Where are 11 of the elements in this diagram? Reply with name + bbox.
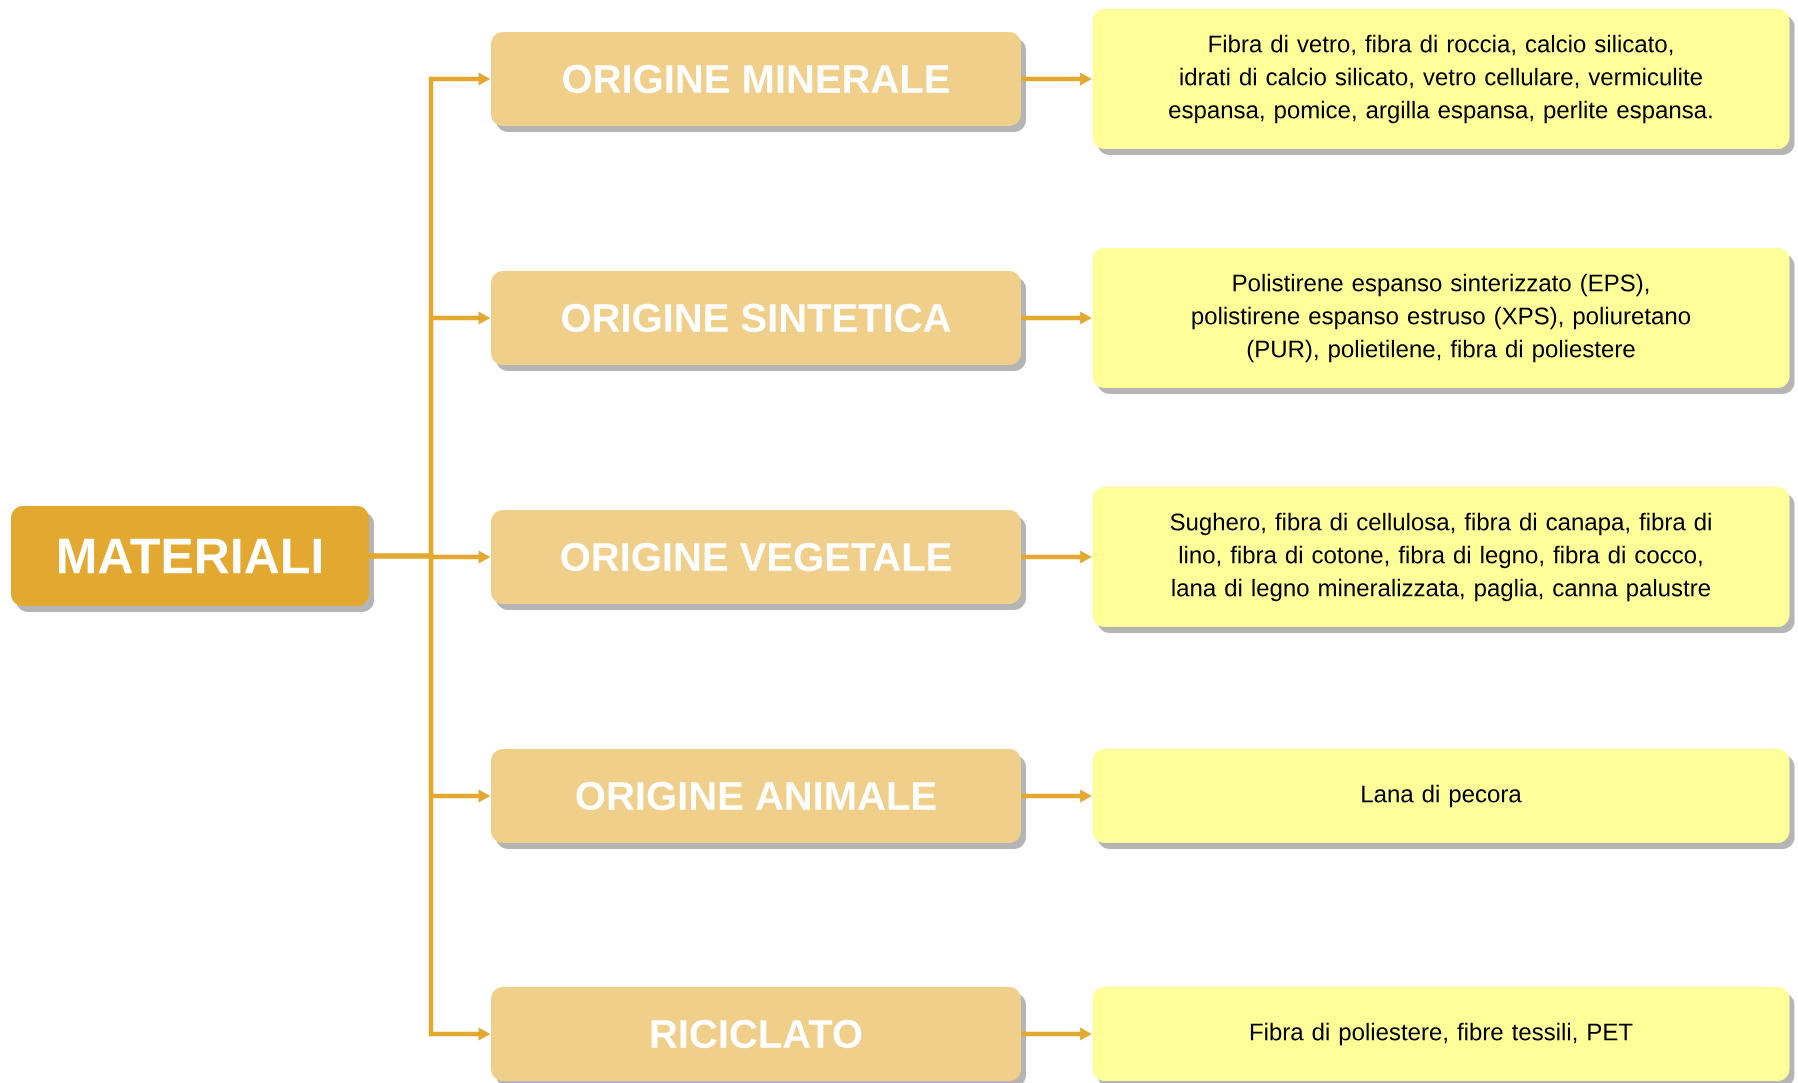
category-box: ORIGINE MINERALE xyxy=(491,32,1026,132)
description-box: Polistirene espanso sinterizzato (EPS), polistirene espanso estruso (XPS), poliuretano (PUR), polietilene, fibra di poliestere xyxy=(1092,248,1795,394)
category-box: RICICLATO xyxy=(491,987,1026,1083)
description-box: Fibra di poliestere, fibre tessili, PET xyxy=(1092,987,1795,1083)
description-box: Sughero, fibra di cellulosa, fibra di canapa, fibra di lino, fibra di cotone, fibra di legno, fibra di cocco, lana di legno mineralizzata, paglia, canna palustre xyxy=(1092,487,1795,633)
category-box: ORIGINE SINTETICA xyxy=(491,271,1026,371)
description-box: Lana di pecora xyxy=(1092,749,1795,849)
root-box: MATERIALI xyxy=(11,506,374,612)
description-box: Fibra di vetro, fibra di roccia, calcio silicato, idrati di calcio silicato, vetro cellulare, vermiculite espansa, pomice, argilla espansa, perlite espansa. xyxy=(1092,9,1795,155)
category-box: ORIGINE VEGETALE xyxy=(491,510,1026,610)
category-box: ORIGINE ANIMALE xyxy=(491,749,1026,849)
